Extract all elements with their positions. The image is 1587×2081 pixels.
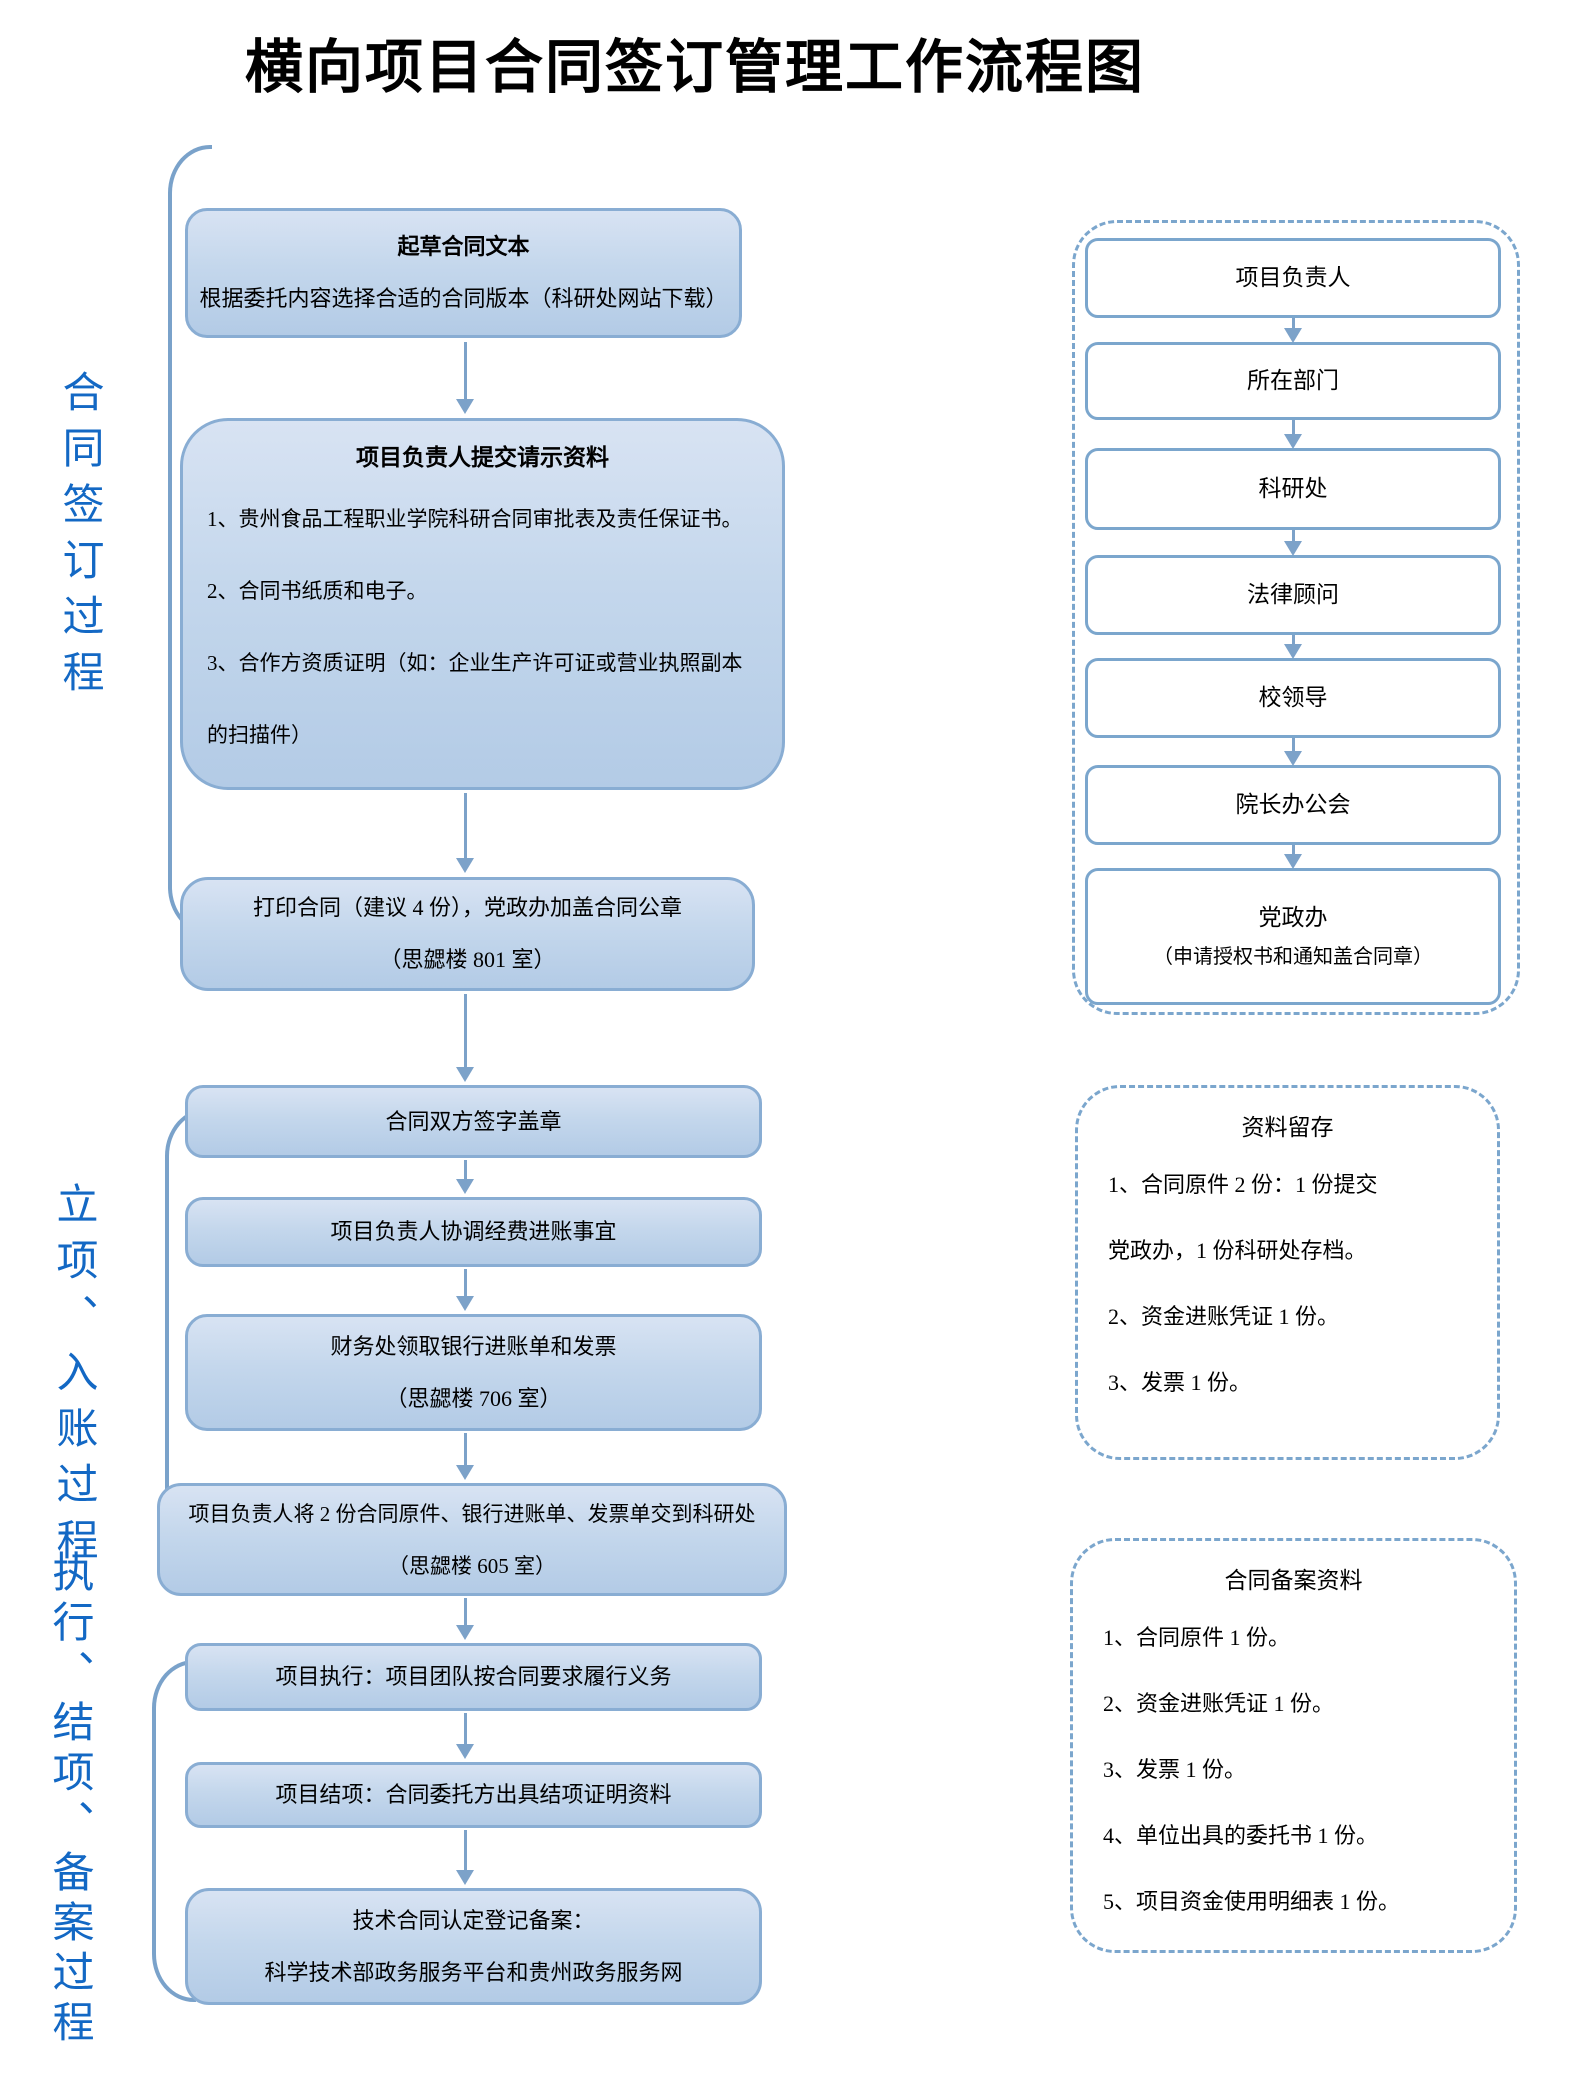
- step-item: 1、贵州食品工程职业学院科研合同审批表及责任保证书。: [207, 507, 743, 531]
- org-sublabel: （申请授权书和通知盖合同章）: [1153, 945, 1433, 968]
- panel-line: 党政办，1 份科研处存档。: [1108, 1238, 1367, 1263]
- org-label: 法律顾问: [1247, 582, 1339, 607]
- org-box-dean-office-meeting: 院长办公会: [1085, 765, 1501, 845]
- step-title: 起草合同文本: [397, 234, 530, 259]
- step-item: 2、合同书纸质和电子。: [207, 579, 428, 603]
- org-label: 院长办公会: [1235, 792, 1351, 817]
- org-down-arrow: [1283, 635, 1303, 659]
- org-box-school-leaders: 校领导: [1085, 658, 1501, 738]
- panel-line: 4、单位出具的委托书 1 份。: [1103, 1823, 1379, 1848]
- panel-line: 2、资金进账凭证 1 份。: [1103, 1691, 1335, 1716]
- step-title: 项目执行：项目团队按合同要求履行义务: [275, 1664, 672, 1689]
- step-location: （思勰楼 706 室）: [385, 1385, 562, 1411]
- step-title: 合同双方签字盖章: [385, 1108, 562, 1134]
- down-arrow: [455, 1433, 475, 1480]
- org-box-department: 所在部门: [1085, 342, 1501, 420]
- down-arrow: [455, 1713, 475, 1759]
- down-arrow: [455, 1160, 475, 1194]
- flow-step-register-contract: 技术合同认定登记备案： 科学技术部政务服务平台和贵州政务服务网: [185, 1888, 762, 2005]
- step-item: 的扫描件）: [207, 723, 312, 747]
- org-box-legal-counsel: 法律顾问: [1085, 555, 1501, 635]
- step-location: （思勰楼 801 室）: [379, 947, 556, 972]
- panel-line: 2、资金进账凭证 1 份。: [1108, 1304, 1340, 1329]
- org-label: 校领导: [1258, 685, 1328, 710]
- org-down-arrow: [1283, 530, 1303, 556]
- step-title: 项目结项：合同委托方出具结项证明资料: [275, 1782, 672, 1807]
- flow-step-print-contract: 打印合同（建议 4 份），党政办加盖合同公章 （思勰楼 801 室）: [180, 877, 755, 991]
- step-title: 项目负责人协调经费进账事宜: [330, 1219, 617, 1244]
- archive-panel: 资料留存 1、合同原件 2 份：1 份提交 党政办，1 份科研处存档。 2、资金…: [1075, 1085, 1500, 1460]
- panel-title: 资料留存: [1241, 1115, 1334, 1140]
- org-label: 科研处: [1258, 476, 1328, 501]
- flow-step-deliver-documents: 项目负责人将 2 份合同原件、银行进账单、发票单交到科研处 （思勰楼 605 室…: [157, 1483, 787, 1596]
- down-arrow: [455, 1830, 475, 1885]
- step-title: 打印合同（建议 4 份），党政办加盖合同公章: [252, 895, 682, 920]
- flow-step-finance-receipt: 财务处领取银行进账单和发票 （思勰楼 706 室）: [185, 1314, 762, 1431]
- down-arrow: [455, 1598, 475, 1640]
- down-arrow: [455, 793, 475, 873]
- panel-title: 合同备案资料: [1224, 1568, 1363, 1593]
- step-title: 项目负责人将 2 份合同原件、银行进账单、发票单交到科研处: [188, 1501, 756, 1526]
- org-box-party-admin-office: 党政办 （申请授权书和通知盖合同章）: [1085, 868, 1501, 1005]
- flow-step-coordinate-funds: 项目负责人协调经费进账事宜: [185, 1197, 762, 1267]
- section-label-signing: 合同签订过程: [56, 370, 102, 706]
- org-label: 党政办: [1258, 904, 1328, 930]
- flow-step-sign-seal: 合同双方签字盖章: [185, 1085, 762, 1158]
- step-title: 项目负责人提交请示资料: [356, 445, 609, 470]
- section-label-filing: 执行、结项、备案过程: [46, 1550, 92, 2050]
- panel-line: 3、发票 1 份。: [1108, 1370, 1252, 1395]
- section-label-funding: 立项、入账过程: [50, 1182, 96, 1574]
- step-detail: 根据委托内容选择合适的合同版本（科研处网站下载）: [199, 286, 728, 311]
- org-down-arrow: [1283, 420, 1303, 449]
- flow-step-execute-project: 项目执行：项目团队按合同要求履行义务: [185, 1643, 762, 1711]
- step-title: 财务处领取银行进账单和发票: [330, 1333, 617, 1359]
- flow-step-submit-materials: 项目负责人提交请示资料 1、贵州食品工程职业学院科研合同审批表及责任保证书。 2…: [180, 418, 785, 790]
- step-detail: 科学技术部政务服务平台和贵州政务服务网: [264, 1959, 683, 1985]
- step-title: 技术合同认定登记备案：: [352, 1907, 595, 1933]
- org-box-project-leader: 项目负责人: [1085, 238, 1501, 318]
- approval-chain-container: [1072, 220, 1520, 1015]
- org-down-arrow: [1283, 738, 1303, 766]
- panel-line: 5、项目资金使用明细表 1 份。: [1103, 1889, 1401, 1914]
- step-location: （思勰楼 605 室）: [388, 1553, 556, 1578]
- flow-step-close-project: 项目结项：合同委托方出具结项证明资料: [185, 1762, 762, 1828]
- flow-step-draft-contract: 起草合同文本 根据委托内容选择合适的合同版本（科研处网站下载）: [185, 208, 742, 338]
- org-box-research-office: 科研处: [1085, 448, 1501, 530]
- org-down-arrow: [1283, 318, 1303, 343]
- step-item: 3、合作方资质证明（如：企业生产许可证或营业执照副本: [207, 651, 743, 675]
- panel-line: 1、合同原件 1 份。: [1103, 1625, 1291, 1650]
- org-down-arrow: [1283, 845, 1303, 869]
- page-title: 横向项目合同签订管理工作流程图: [244, 35, 1145, 100]
- down-arrow: [455, 994, 475, 1082]
- down-arrow: [455, 1269, 475, 1311]
- panel-line: 3、发票 1 份。: [1103, 1757, 1247, 1782]
- org-label: 项目负责人: [1235, 265, 1351, 290]
- org-label: 所在部门: [1247, 368, 1339, 393]
- filing-panel: 合同备案资料 1、合同原件 1 份。 2、资金进账凭证 1 份。 3、发票 1 …: [1070, 1538, 1517, 1953]
- down-arrow: [455, 342, 475, 414]
- panel-line: 1、合同原件 2 份：1 份提交: [1108, 1172, 1378, 1197]
